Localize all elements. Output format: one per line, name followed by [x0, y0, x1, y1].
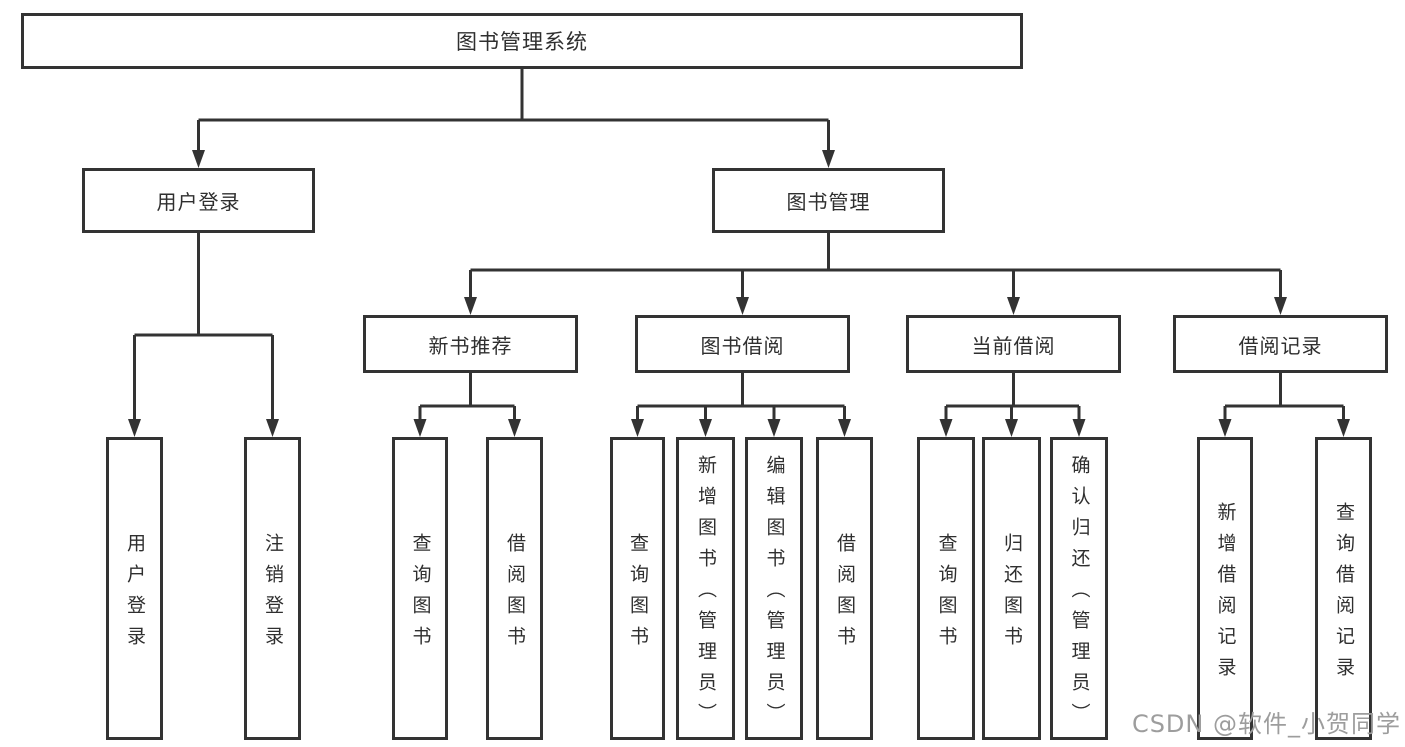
leaf-return-books: 归还图书: [982, 437, 1041, 740]
node-new-book-recommend: 新书推荐: [363, 315, 578, 373]
leaf-query-books-borrowing-label: 查询图书: [627, 532, 649, 657]
leaf-borrow-books-borrowing-label: 借阅图书: [834, 532, 856, 657]
node-user-login: 用户登录: [82, 168, 315, 233]
leaf-add-borrow-record: 新增借阅记录: [1197, 437, 1253, 740]
node-root-label: 图书管理系统: [456, 30, 588, 54]
node-current-borrowing: 当前借阅: [906, 315, 1121, 373]
node-book-management: 图书管理: [712, 168, 945, 233]
leaf-user-login: 用户登录: [106, 437, 163, 740]
node-new-book-recommend-label: 新书推荐: [428, 333, 513, 358]
leaf-confirm-return-admin-label: 确认归还（管理员）: [1068, 455, 1091, 734]
leaf-confirm-return-admin: 确认归还（管理员）: [1050, 437, 1108, 740]
leaf-borrow-books-recommend-label: 借阅图书: [504, 532, 526, 657]
node-book-borrowing: 图书借阅: [635, 315, 850, 373]
leaf-logout-label: 注销登录: [262, 532, 284, 657]
node-borrowing-records-label: 借阅记录: [1238, 333, 1323, 358]
leaf-borrow-books-recommend: 借阅图书: [486, 437, 543, 740]
leaf-query-borrow-record-label: 查询借阅记录: [1333, 501, 1355, 688]
node-root: 图书管理系统: [21, 13, 1023, 69]
leaf-return-books-label: 归还图书: [1001, 532, 1023, 657]
leaf-query-books-borrowing: 查询图书: [610, 437, 665, 740]
leaf-query-books-current-label: 查询图书: [935, 532, 958, 657]
node-book-borrowing-label: 图书借阅: [700, 333, 785, 358]
node-borrowing-records: 借阅记录: [1173, 315, 1388, 373]
node-book-management-label: 图书管理: [786, 190, 871, 214]
leaf-logout: 注销登录: [244, 437, 301, 740]
leaf-edit-books-admin-label: 编辑图书（管理员）: [763, 455, 786, 734]
leaf-user-login-label: 用户登录: [124, 532, 146, 657]
node-current-borrowing-label: 当前借阅: [971, 333, 1056, 358]
leaf-borrow-books-borrowing: 借阅图书: [816, 437, 873, 740]
leaf-query-books-recommend-label: 查询图书: [409, 532, 432, 657]
node-user-login-label: 用户登录: [156, 190, 241, 214]
leaf-query-books-recommend: 查询图书: [392, 437, 448, 740]
leaf-add-books-admin-label: 新增图书（管理员）: [695, 455, 717, 734]
watermark: CSDN @软件_小贺同学: [1131, 710, 1401, 738]
leaf-add-borrow-record-label: 新增借阅记录: [1214, 501, 1237, 688]
leaf-edit-books-admin: 编辑图书（管理员）: [745, 437, 803, 740]
leaf-add-books-admin: 新增图书（管理员）: [676, 437, 735, 740]
leaf-query-books-current: 查询图书: [917, 437, 975, 740]
leaf-query-borrow-record: 查询借阅记录: [1315, 437, 1372, 740]
